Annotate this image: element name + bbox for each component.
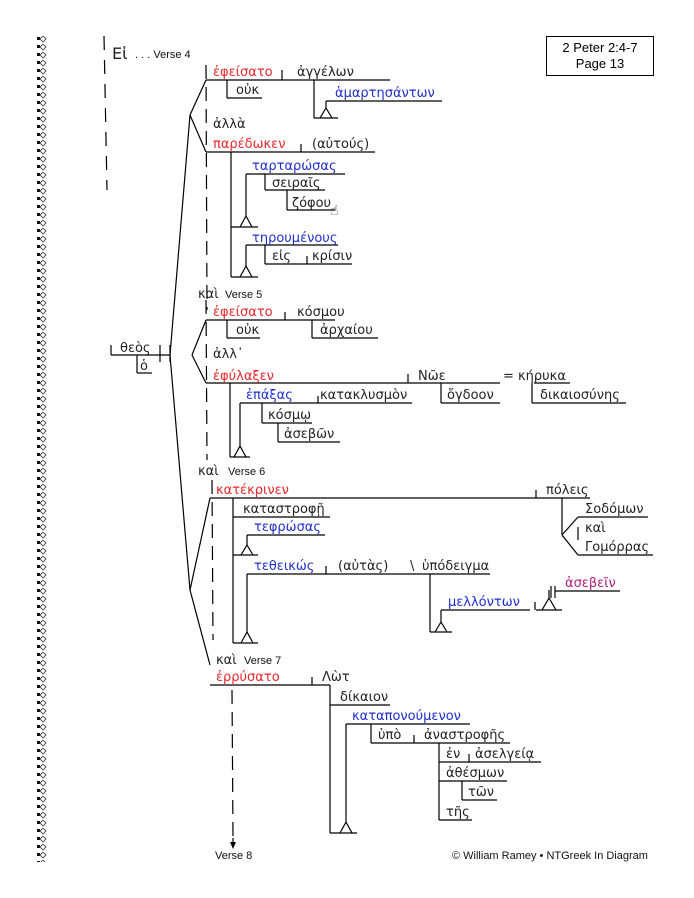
- word-autous: (αὐτούς): [312, 137, 370, 152]
- label-verse-8: Verse 8: [215, 850, 253, 862]
- word-ephylaxen: ἐφύλαξεν: [213, 369, 274, 384]
- word-ton: τῶν: [468, 785, 494, 800]
- word-katekrinen: κατέκρινεν: [216, 483, 289, 498]
- word-dikaion: δίκαιον: [340, 690, 389, 705]
- word-theos: θεὸς: [120, 341, 151, 356]
- word-autas: (αὐτὰς): [338, 559, 389, 574]
- word-teroumenous: τηρουμένους: [252, 231, 338, 246]
- word-aggelon: ἀγγέλων: [297, 65, 354, 80]
- word-ei: Εἰ: [112, 44, 128, 63]
- arrow-down-icon: [230, 842, 236, 849]
- word-kai-v7: καὶ: [216, 653, 237, 668]
- word-athesmon: ἀθέσμων: [446, 766, 505, 781]
- word-sodomon: Σοδόμων: [585, 502, 644, 517]
- word-aselgeia: ἀσελγείᾳ: [475, 747, 535, 762]
- word-zophou: ζόφου: [292, 196, 332, 211]
- word-mellonton: μελλόντων: [448, 595, 520, 610]
- hand-cursor-icon: ☝: [330, 203, 339, 219]
- word-krisin: κρίσιν: [312, 249, 353, 264]
- label-verse-6: Verse 6: [228, 466, 266, 478]
- word-hypo: ὑπὸ: [378, 728, 402, 743]
- word-poleis: πόλεις: [546, 483, 589, 498]
- word-seirais: σειραῖς: [272, 176, 321, 191]
- word-dikaiosynes: δικαιοσύνης: [540, 388, 620, 403]
- copyright-footer: © William Ramey • NTGreek In Diagram: [452, 850, 648, 862]
- condition-dashed-line: [103, 35, 108, 191]
- word-tes: τῆς: [446, 805, 470, 820]
- word-gomorras: Γομόρρας: [585, 540, 650, 555]
- equals-sign: =: [503, 369, 514, 384]
- word-eis: εἰς: [272, 249, 292, 264]
- label-verse-5: Verse 5: [225, 289, 263, 301]
- reference-passage: 2 Peter 2:4-7: [562, 40, 638, 55]
- word-ho: ὁ: [140, 359, 148, 374]
- word-asebein: ἀσεβεῖν: [565, 576, 616, 591]
- word-kataklysmon: κατακλυσμὸν: [320, 388, 408, 403]
- word-tephrosas: τεφρώσας: [254, 520, 322, 535]
- word-ouk-v4: οὐκ: [236, 83, 260, 98]
- word-katastrophe: καταστροφῇ: [243, 502, 325, 517]
- word-anastrophes: ἀναστροφῆς: [424, 728, 506, 743]
- word-hamartesanton: ἁμαρτησάντων: [335, 86, 435, 101]
- reference-page: Page 13: [575, 56, 625, 71]
- word-tartarosas: ταρταρώσας: [252, 159, 337, 174]
- word-keryka: κήρυκα: [518, 369, 566, 384]
- ellipsis: . . . Verse 4: [135, 49, 191, 61]
- word-asebon: ἀσεβῶν: [284, 427, 335, 442]
- word-errysato: ἐρρύσατο: [216, 670, 280, 685]
- binding-strip: [37, 36, 47, 862]
- word-kosmo: κόσμῳ: [268, 408, 312, 423]
- word-paredoken: παρέδωκεν: [213, 137, 286, 152]
- word-epheisato-v4: ἐφείσατο: [213, 65, 273, 80]
- reference-box: 2 Peter 2:4-7 Page 13: [546, 36, 654, 76]
- word-kataponoumenon: καταπονούμενον: [352, 709, 461, 724]
- word-epaxas: ἐπάξας: [246, 388, 293, 403]
- word-kai-v6: καὶ: [198, 464, 219, 479]
- word-hypodeigma: ὑπόδειγμα: [422, 559, 490, 574]
- word-noe: Νῶε: [418, 369, 446, 384]
- word-kai-connector: καὶ: [585, 521, 606, 536]
- word-ogdoon: ὄγδοον: [447, 388, 494, 403]
- fork-line: [169, 114, 191, 356]
- label-verse-7: Verse 7: [244, 655, 282, 667]
- word-en: ἐν: [446, 747, 461, 762]
- modifier-slash: \: [410, 559, 415, 574]
- word-tetheikos: τεθεικώς: [254, 559, 315, 574]
- word-kosmou: κόσμου: [297, 305, 345, 320]
- word-epheisato-v5: ἐφείσατο: [213, 305, 273, 320]
- word-all: ἀλλ᾽: [213, 347, 244, 362]
- word-kai-v5: καὶ: [198, 287, 219, 302]
- word-alla: ἀλλὰ: [213, 117, 246, 132]
- word-archaiou: ἀρχαίου: [320, 323, 373, 338]
- word-ouk-v5: οὐκ: [236, 323, 260, 338]
- word-lot: Λὼτ: [322, 670, 350, 685]
